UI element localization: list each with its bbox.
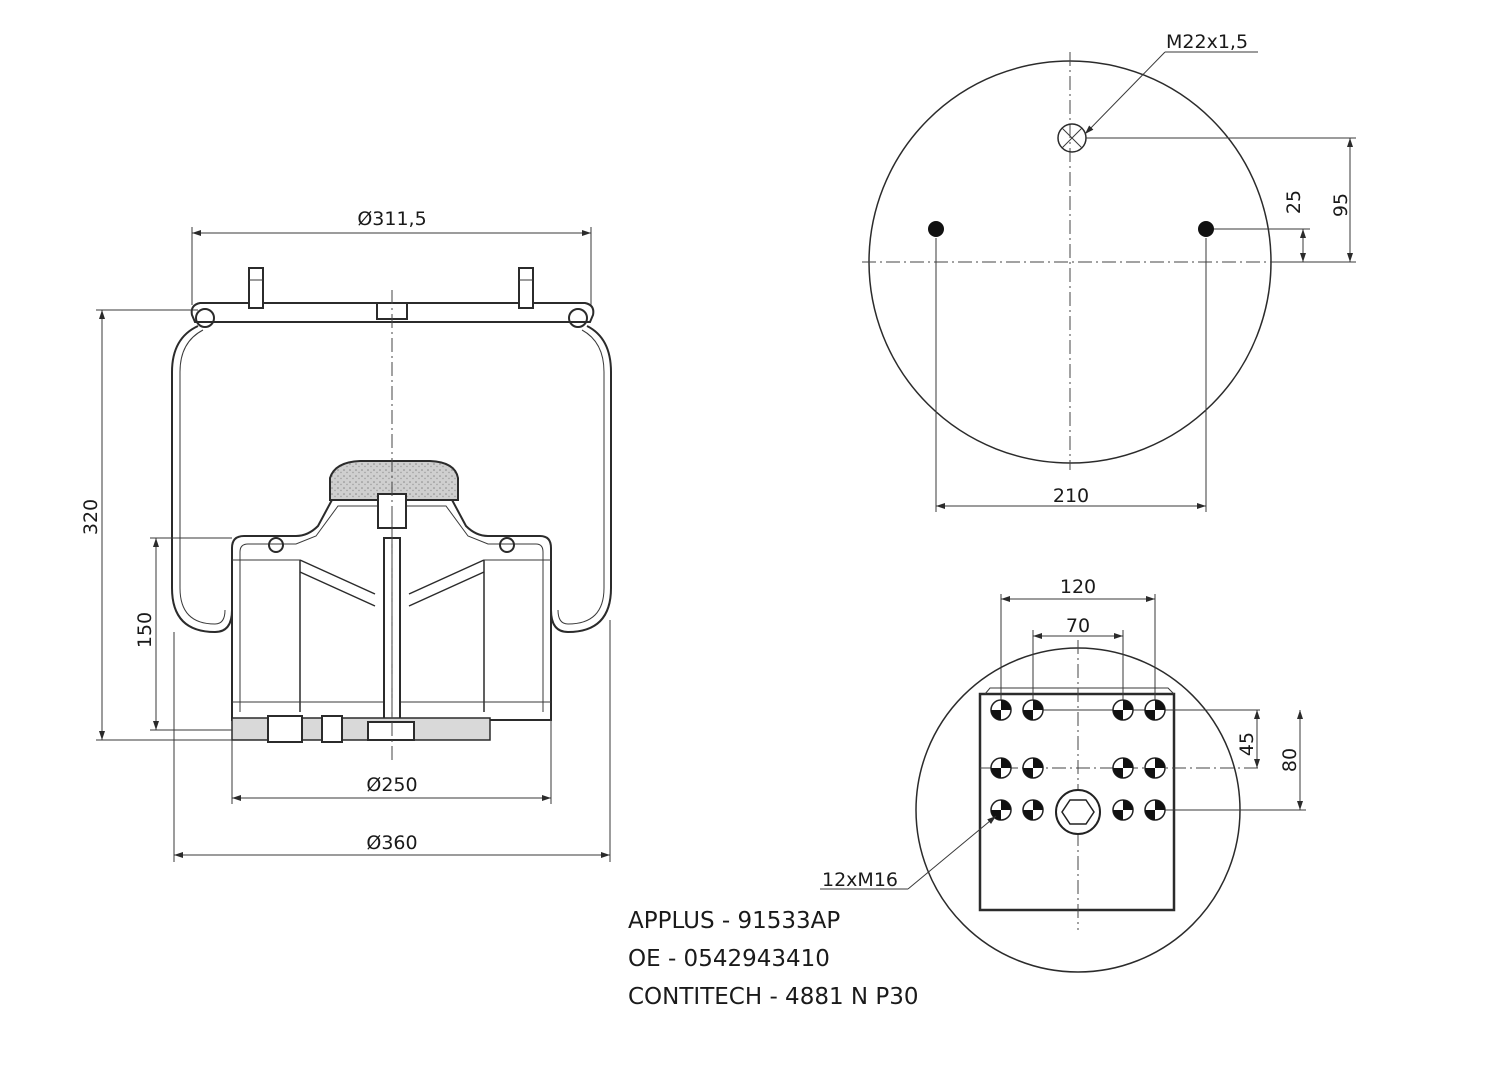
bolt-hole [1112,757,1134,779]
bolt-hole [1144,799,1166,821]
contitech-reference: CONTITECH - 4881 N P30 [628,984,919,1010]
dim-thread: M22x1,5 [1166,31,1248,53]
dim-bottom-120: 120 [1060,576,1096,598]
right-crimp [568,308,588,328]
bolt-hole [1112,799,1134,821]
bolt-hole [1112,699,1134,721]
dim-height: 320 [80,499,102,535]
side-view [171,267,612,760]
dim-top-plate: Ø311,5 [357,208,426,230]
dim-bottom-70: 70 [1066,615,1090,637]
bolt-pattern [990,699,1166,821]
right-stud [518,267,534,309]
right-stud-hole [1198,221,1214,237]
top-view: M22x1,5 25 95 210 [862,31,1356,512]
oe-reference: OE - 0542943410 [628,946,830,972]
dim-piston-diameter: Ø250 [366,774,417,796]
dim-piston-height: 150 [134,612,156,648]
dim-bellow-diameter: Ø360 [366,832,417,854]
left-stud-hole [928,221,944,237]
top-plate [190,302,595,323]
dim-bottom-45: 45 [1236,732,1258,756]
left-stud [248,267,264,309]
bellow [171,325,612,634]
dim-offset-25: 25 [1283,190,1305,214]
dim-bottom-80: 80 [1279,748,1301,772]
bottom-view: 120 70 45 80 12xM16 [820,576,1306,973]
center-nut [1055,789,1101,835]
bolt-hole [1144,699,1166,721]
bolt-hole [1022,699,1044,721]
bolt-hole [1022,799,1044,821]
mounting-plate [978,692,1176,912]
bolt-hole [1022,757,1044,779]
bolt-hole [990,699,1012,721]
left-crimp [195,308,215,328]
dim-stud-spacing: 210 [1053,485,1089,507]
side-dimensions: Ø311,5 320 150 Ø250 Ø360 [80,208,611,862]
bolt-hole [990,757,1012,779]
applus-reference: APPLUS - 91533AP [628,908,841,934]
bump-stop [329,460,459,501]
bolt-hole [990,799,1012,821]
bolt-hole [1144,757,1166,779]
dim-bolts: 12xM16 [822,869,898,891]
dim-offset-95: 95 [1330,193,1352,217]
